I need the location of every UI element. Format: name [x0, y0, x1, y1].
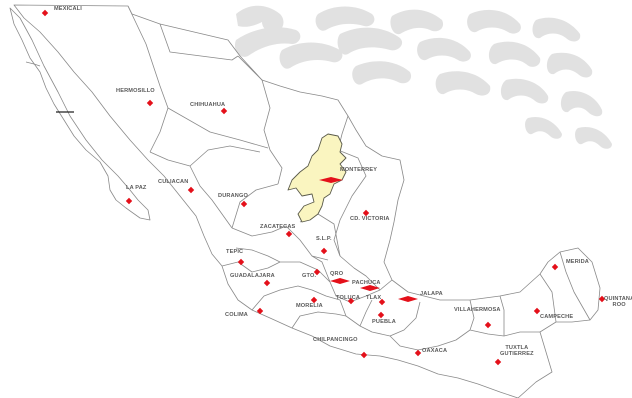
city-marker-hermosillo[interactable]: [146, 99, 154, 107]
city-label-quintana-roo: QUINTANA ROO: [604, 296, 632, 309]
city-marker-chihuahua[interactable]: [220, 107, 228, 115]
city-marker-villahermosa[interactable]: [484, 321, 492, 329]
city-marker-monterrey[interactable]: [319, 177, 343, 183]
city-label-cd-victoria: CD. VICTORIA: [350, 216, 390, 222]
city-label-tlax: TLAX: [366, 295, 382, 301]
city-label-morelia: MORELIA: [296, 303, 323, 309]
city-label-toluca: TOLUCA: [336, 295, 361, 301]
city-marker-gto[interactable]: [313, 268, 321, 276]
city-label-culiacan: CULIACAN: [158, 179, 189, 185]
city-marker-qro[interactable]: [330, 278, 350, 284]
highlighted-state-nuevo-leon[interactable]: [287, 133, 347, 223]
city-label-monterrey: MONTERREY: [340, 167, 378, 173]
city-marker-colima[interactable]: [256, 307, 264, 315]
city-marker-puebla[interactable]: [377, 311, 385, 319]
city-label-zacatecas: ZACATECAS: [260, 224, 296, 230]
city-label-colima: COLIMA: [225, 312, 248, 318]
city-marker-cd-victoria[interactable]: [362, 209, 370, 217]
city-label-hermosillo: HERMOSILLO: [116, 88, 155, 94]
city-label-mexicali: MEXICALI: [54, 6, 82, 12]
city-label-chihuahua: CHIHUAHUA: [190, 102, 226, 108]
city-label-qro: QRO: [330, 271, 344, 277]
city-marker-jalapa[interactable]: [398, 296, 418, 302]
city-marker-tepic[interactable]: [237, 258, 245, 266]
city-label-pachuca: PACHUCA: [352, 280, 381, 286]
baja-california-peninsula: [9, 7, 151, 221]
city-label-campeche: CAMPECHE: [540, 314, 574, 320]
city-marker-tuxtla[interactable]: [494, 358, 502, 366]
city-label-puebla: PUEBLA: [372, 319, 396, 325]
city-marker-campeche[interactable]: [533, 307, 541, 315]
city-marker-tlax[interactable]: [378, 298, 386, 306]
city-label-oaxaca: OAXACA: [422, 348, 448, 354]
city-label-tuxtla: TUXTLA GUTIERREZ: [500, 345, 534, 358]
city-marker-oaxaca[interactable]: [414, 349, 422, 357]
city-label-villahermosa: VILLAHERMOSA: [454, 307, 501, 313]
city-marker-quintana-roo[interactable]: [598, 295, 606, 303]
city-label-slp: S.L.P.: [316, 236, 332, 242]
city-label-merida: MERIDA: [566, 259, 589, 265]
mexico-outline: [13, 4, 601, 398]
city-marker-merida[interactable]: [551, 263, 559, 271]
city-label-guadalajara: GUADALAJARA: [230, 273, 275, 279]
city-marker-durango[interactable]: [240, 200, 248, 208]
city-label-la-paz: LA PAZ: [126, 185, 147, 191]
city-marker-morelia[interactable]: [310, 296, 318, 304]
city-label-chilpancingo: CHILPANCINGO: [313, 337, 358, 343]
city-marker-slp[interactable]: [320, 247, 328, 255]
city-label-jalapa: JALAPA: [420, 291, 443, 297]
state-borders: [9, 4, 601, 398]
city-label-gto: GTO.: [302, 273, 317, 279]
city-marker-guadalajara[interactable]: [263, 279, 271, 287]
city-marker-zacatecas[interactable]: [285, 230, 293, 238]
city-marker-toluca[interactable]: [347, 297, 355, 305]
eagle-watermark: [234, 5, 612, 149]
city-marker-la-paz[interactable]: [125, 197, 133, 205]
city-marker-chilpancingo[interactable]: [360, 351, 368, 359]
city-marker-mexicali[interactable]: [41, 9, 49, 17]
city-label-tepic: TEPIC: [226, 249, 244, 255]
city-marker-culiacan[interactable]: [187, 186, 195, 194]
city-label-durango: DURANGO: [218, 193, 248, 199]
city-markers: [41, 9, 606, 366]
city-marker-pachuca[interactable]: [360, 285, 380, 291]
